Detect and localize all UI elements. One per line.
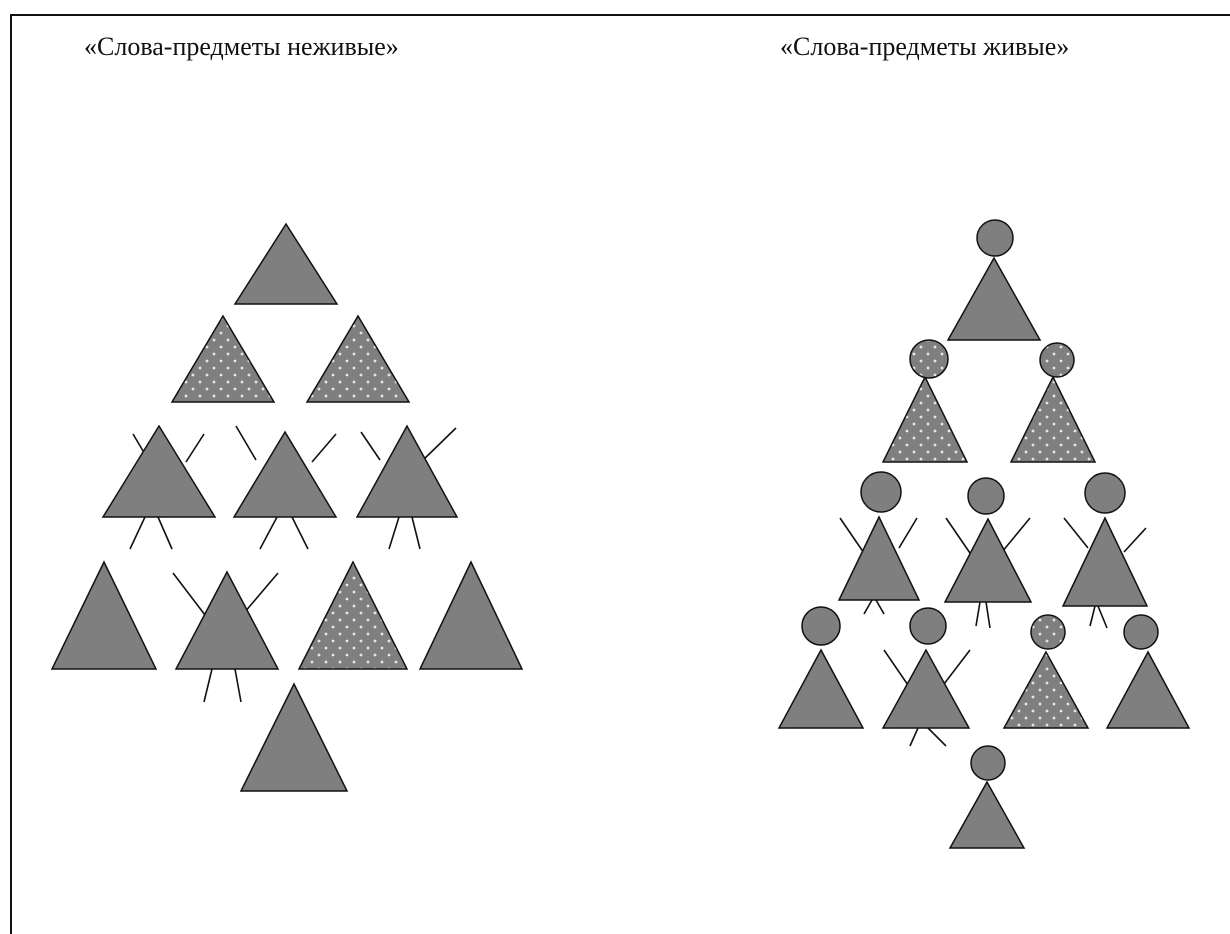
inanimate-figure-6-limb-3 [389, 517, 399, 549]
inanimate-figure-6-limb-4 [412, 517, 420, 549]
animate-figure-6-body [1063, 518, 1147, 606]
inanimate-figure-6 [357, 426, 457, 549]
animate-figure-10 [1107, 615, 1189, 728]
animate-figure-group [779, 220, 1189, 848]
inanimate-figure-8 [173, 572, 278, 702]
inanimate-figure-3 [307, 316, 409, 402]
inanimate-figure-8-limb-2 [244, 573, 278, 613]
animate-figure-5-limb-2 [1002, 518, 1030, 552]
animate-figure-4-limb-4 [876, 600, 884, 614]
animate-figure-6-limb-3 [1090, 606, 1095, 626]
animate-figure-4-limb-2 [899, 518, 917, 548]
inanimate-figure-group [52, 224, 522, 791]
inanimate-figure-7-body [52, 562, 156, 669]
animate-figure-8-limb-4 [928, 728, 946, 746]
inanimate-figure-2 [172, 316, 274, 402]
animate-figure-4 [839, 472, 919, 614]
animate-figure-5-limb-3 [976, 602, 980, 626]
animate-figure-8-body [883, 650, 969, 728]
animate-figure-5-head [968, 478, 1004, 514]
animate-figure-5-limb-1 [946, 518, 972, 556]
inanimate-figure-5-limb-3 [260, 517, 277, 549]
inanimate-figure-10 [420, 562, 522, 669]
animate-figure-5-limb-4 [986, 602, 990, 628]
animate-figure-7-head [802, 607, 840, 645]
animate-figure-8-head [910, 608, 946, 644]
inanimate-figure-4-limb-2 [186, 434, 204, 462]
inanimate-figure-4 [103, 426, 215, 549]
animate-figure-11-head [971, 746, 1005, 780]
animate-figure-5 [945, 478, 1031, 628]
animate-figure-6-limb-1 [1064, 518, 1088, 548]
animate-figure-4-body [839, 517, 919, 600]
inanimate-figure-5 [234, 426, 336, 549]
inanimate-figure-5-limb-1 [236, 426, 256, 460]
animate-figure-3 [1011, 343, 1095, 462]
animate-figure-9-head [1031, 615, 1065, 649]
animate-figure-6 [1063, 473, 1147, 628]
diagram-canvas [0, 0, 1230, 912]
inanimate-figure-8-body [176, 572, 278, 669]
animate-figure-2-body [883, 377, 967, 462]
inanimate-figure-11 [241, 684, 347, 791]
animate-figure-7-body [779, 650, 863, 728]
animate-figure-8-limb-2 [944, 650, 970, 684]
animate-figure-7 [779, 607, 863, 728]
inanimate-figure-6-body [357, 426, 457, 517]
inanimate-figure-9 [299, 562, 407, 669]
inanimate-figure-7 [52, 562, 156, 669]
animate-figure-1-body [948, 258, 1040, 340]
inanimate-figure-8-limb-4 [235, 669, 241, 702]
animate-figure-11 [950, 746, 1024, 848]
animate-figure-2 [883, 340, 967, 462]
inanimate-figure-8-limb-1 [173, 573, 205, 615]
animate-figure-4-limb-3 [864, 600, 872, 614]
animate-figure-6-limb-4 [1098, 606, 1107, 628]
animate-figure-4-head [861, 472, 901, 512]
inanimate-figure-5-limb-2 [312, 434, 336, 462]
inanimate-figure-1-body [235, 224, 337, 304]
inanimate-figure-5-limb-4 [292, 517, 308, 549]
inanimate-figure-6-limb-2 [421, 428, 456, 462]
animate-figure-1-head [977, 220, 1013, 256]
inanimate-figure-5-body [234, 432, 336, 517]
inanimate-figure-9-body [299, 562, 407, 669]
inanimate-figure-4-limb-4 [158, 517, 172, 549]
animate-figure-1 [948, 220, 1040, 340]
inanimate-figure-6-limb-1 [361, 432, 380, 460]
animate-figure-10-body [1107, 652, 1189, 728]
inanimate-figure-11-body [241, 684, 347, 791]
animate-figure-4-limb-1 [840, 518, 866, 556]
animate-figure-11-body [950, 782, 1024, 848]
animate-figure-6-limb-2 [1124, 528, 1146, 552]
animate-figure-3-head [1040, 343, 1074, 377]
animate-figure-9 [1004, 615, 1088, 728]
inanimate-figure-8-limb-3 [204, 669, 212, 702]
animate-figure-9-body [1004, 652, 1088, 728]
inanimate-figure-3-body [307, 316, 409, 402]
animate-figure-2-head [910, 340, 948, 378]
inanimate-figure-2-body [172, 316, 274, 402]
inanimate-figure-1 [235, 224, 337, 304]
inanimate-figure-4-limb-3 [130, 517, 145, 549]
animate-figure-3-body [1011, 377, 1095, 462]
animate-figure-8 [883, 608, 970, 746]
inanimate-figure-4-body [103, 426, 215, 517]
animate-figure-8-limb-1 [884, 650, 910, 688]
animate-figure-8-limb-3 [910, 728, 918, 746]
animate-figure-6-head [1085, 473, 1125, 513]
inanimate-figure-10-body [420, 562, 522, 669]
animate-figure-10-head [1124, 615, 1158, 649]
